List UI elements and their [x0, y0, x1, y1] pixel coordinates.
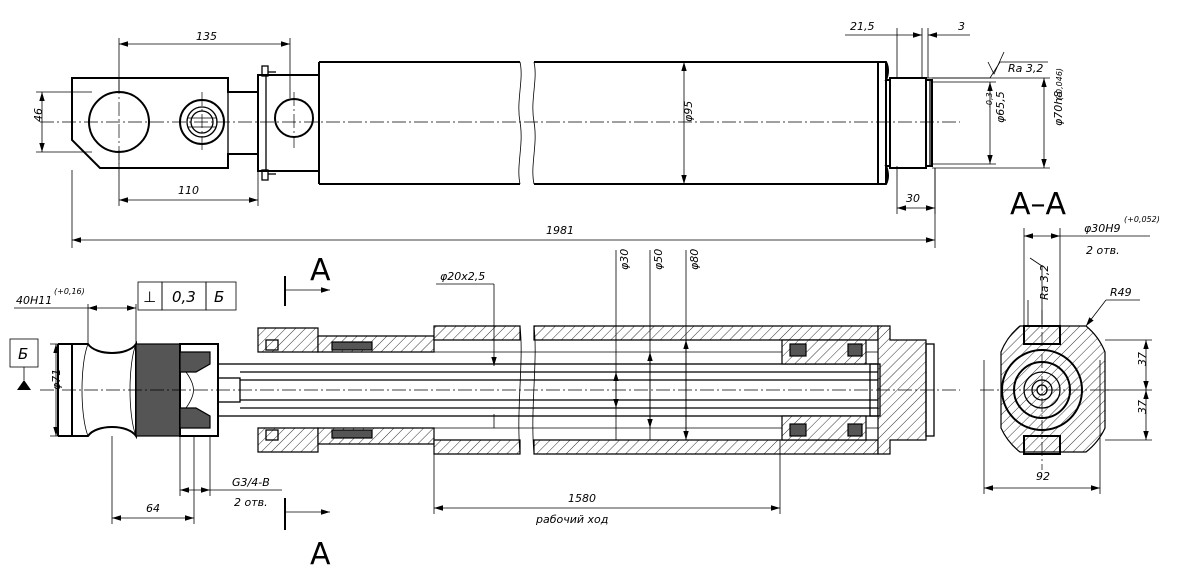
dim-110: 110 — [178, 184, 199, 197]
section-a-a: А–А φ30H9 (+0,052) 2 отв. Ra 3,2 R49 37 — [980, 187, 1160, 494]
dim-d50: φ50 — [652, 249, 665, 270]
dim-d20: φ20x2,5 — [440, 270, 485, 283]
dim-37-top: 37 — [1136, 352, 1149, 366]
tol-symbol: ⊥ — [143, 288, 156, 306]
bottom-cap — [877, 61, 891, 185]
top-view: 135 110 46 1981 φ95 21,5 3 30 — [32, 20, 1065, 248]
dim-21-5: 21,5 — [850, 20, 875, 33]
hole-40h11: 40H11 — [16, 294, 52, 307]
dim-30: 30 — [906, 192, 920, 205]
tol-value: 0,3 — [172, 288, 196, 306]
section-disk — [1000, 325, 1106, 453]
clevis-eye — [71, 77, 259, 169]
dim-1981: 1981 — [546, 224, 574, 237]
dim-d95: φ95 — [682, 101, 695, 122]
section-mark-top: А — [310, 253, 331, 288]
thread-count: 2 отв. — [234, 496, 268, 509]
dim-d65-5: φ65,5 — [994, 91, 1007, 123]
dim-d30: φ30 — [618, 249, 631, 270]
dim-135: 135 — [196, 30, 217, 43]
dim-64: 64 — [146, 502, 160, 515]
dim-d70-tol: (-0,046) — [1055, 68, 1064, 100]
dim-r49: R49 — [1110, 286, 1132, 299]
section-view: Б φ71 40H11 (+0,16) ⊥ 0,3 Б А А φ20x2,5 — [9, 249, 960, 572]
tol-datum: Б — [214, 288, 224, 306]
section-mark-bottom: А — [310, 537, 331, 572]
section-title: А–А — [1010, 187, 1067, 222]
dim-92: 92 — [1036, 470, 1050, 483]
ra-section: Ra 3,2 — [1038, 265, 1051, 300]
hole-30h9-count: 2 отв. — [1086, 244, 1120, 257]
dim-37-bottom: 37 — [1136, 400, 1149, 414]
hole-30h9-tol: (+0,052) — [1124, 215, 1160, 224]
ra-top: Ra 3,2 — [1008, 62, 1043, 75]
hole-30h9: φ30H9 — [1084, 222, 1121, 235]
datum-b: Б — [18, 345, 28, 363]
dim-d71: φ71 — [50, 369, 63, 390]
barrel-wall-top — [433, 325, 521, 341]
dim-1580: 1580 — [568, 492, 596, 505]
dim-46: 46 — [32, 108, 45, 122]
thread-size: G3/4-B — [232, 476, 270, 489]
hole-40h11-tol: (+0,16) — [54, 287, 85, 296]
cylinder-head — [257, 74, 320, 172]
dim-3: 3 — [958, 20, 965, 33]
dim-d80: φ80 — [688, 249, 701, 270]
dim-d65-5-tol: -0,3 — [985, 92, 994, 108]
stroke-label: рабочий ход — [535, 513, 608, 526]
dim-d70: φ70h8 — [1052, 91, 1065, 126]
